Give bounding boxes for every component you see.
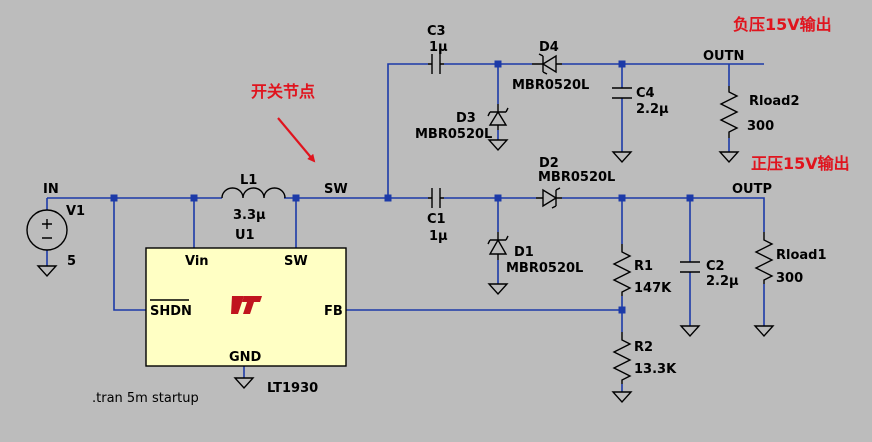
ic-pin-shdn: SHDN <box>150 304 192 319</box>
c4-capacitor-symbol <box>612 87 632 99</box>
switch-node-arrow-icon <box>277 117 316 163</box>
c3-value: 1μ <box>429 40 448 55</box>
junction-dot <box>686 194 694 202</box>
ground-icon <box>611 391 633 404</box>
d3-ref: D3 <box>456 111 476 126</box>
rload2-resistor-symbol <box>719 86 739 138</box>
ic-pin-sw: SW <box>284 254 308 269</box>
v1-ref: V1 <box>66 204 85 219</box>
c1-value: 1μ <box>429 229 448 244</box>
c2-ref: C2 <box>706 259 725 274</box>
l1-value: 3.3μ <box>233 208 266 223</box>
d2-value: MBR0520L <box>538 170 615 185</box>
d1-value: MBR0520L <box>506 261 583 276</box>
linear-technology-logo-icon <box>231 296 262 314</box>
l1-inductor-symbol <box>221 187 286 199</box>
c3-ref: C3 <box>427 24 446 39</box>
junction-dot <box>384 194 392 202</box>
wire-shdn <box>113 198 146 311</box>
wires <box>46 63 765 392</box>
ic-lt1930 <box>145 247 347 367</box>
rload1-value: 300 <box>776 271 803 286</box>
junction-dot <box>110 194 118 202</box>
d3-diode-symbol <box>487 104 509 130</box>
ground-icon <box>718 151 740 164</box>
ground-icon <box>487 283 509 296</box>
wire-sw-to-c3 <box>387 63 428 198</box>
ic-part-name: LT1930 <box>267 381 318 396</box>
c4-value: 2.2μ <box>636 102 669 117</box>
d2-ref: D2 <box>539 156 559 171</box>
r1-value: 147K <box>634 281 672 296</box>
net-label-outn: OUTN <box>703 49 744 64</box>
d4-ref: D4 <box>539 40 559 55</box>
c1-capacitor-symbol <box>428 188 444 208</box>
switch-node-note: 开关节点 <box>251 82 315 101</box>
net-label-in: IN <box>43 182 59 197</box>
r2-ref: R2 <box>634 340 653 355</box>
ground-icon <box>36 265 58 278</box>
r1-ref: R1 <box>634 259 653 274</box>
junction-dot <box>618 60 626 68</box>
junction-dot <box>494 194 502 202</box>
ground-icon <box>611 151 633 164</box>
d4-value: MBR0520L <box>512 78 589 93</box>
wire-outp-rail <box>562 197 765 232</box>
d4-diode-symbol <box>532 53 562 75</box>
c3-capacitor-symbol <box>428 54 444 74</box>
d1-ref: D1 <box>514 245 534 260</box>
v1-source-symbol <box>26 209 68 251</box>
junction-dot <box>190 194 198 202</box>
ground-icon <box>679 325 701 338</box>
net-label-outp: OUTP <box>732 182 772 197</box>
ic-ref: U1 <box>235 228 255 243</box>
rload1-resistor-symbol <box>754 232 774 284</box>
junction-dot <box>494 60 502 68</box>
junction-dot <box>618 306 626 314</box>
c2-value: 2.2μ <box>706 274 739 289</box>
l1-ref: L1 <box>240 173 257 188</box>
ic-pin-gnd: GND <box>229 350 262 365</box>
negative-output-note: 负压15V输出 <box>733 15 832 34</box>
r2-value: 13.3K <box>634 362 677 377</box>
junctions <box>110 60 694 314</box>
net-label-sw: SW <box>324 182 348 197</box>
c4-ref: C4 <box>636 86 655 101</box>
d3-value: MBR0520L <box>415 127 492 142</box>
r2-resistor-symbol <box>612 332 632 384</box>
spice-directive: .tran 5m startup <box>92 391 199 406</box>
v1-value: 5 <box>67 254 76 269</box>
positive-output-note: 正压15V输出 <box>751 154 850 173</box>
ground-symbols <box>36 139 775 404</box>
ground-icon <box>487 139 509 152</box>
ic-pin-fb: FB <box>324 304 343 319</box>
ic-pin-vin: Vin <box>185 254 209 269</box>
junction-dot <box>292 194 300 202</box>
labels: 开关节点 负压15V输出 正压15V输出 IN SW OUTN OUTP V1 … <box>43 15 850 406</box>
c2-capacitor-symbol <box>680 261 700 273</box>
r1-resistor-symbol <box>612 244 632 296</box>
rload1-ref: Rload1 <box>776 248 827 263</box>
c1-ref: C1 <box>427 212 446 227</box>
ground-icon <box>753 325 775 338</box>
d1-diode-symbol <box>487 232 509 260</box>
rload2-value: 300 <box>747 119 774 134</box>
rload2-ref: Rload2 <box>749 94 800 109</box>
d2-diode-symbol <box>536 187 562 209</box>
ground-icon <box>233 377 255 390</box>
junction-dot <box>618 194 626 202</box>
